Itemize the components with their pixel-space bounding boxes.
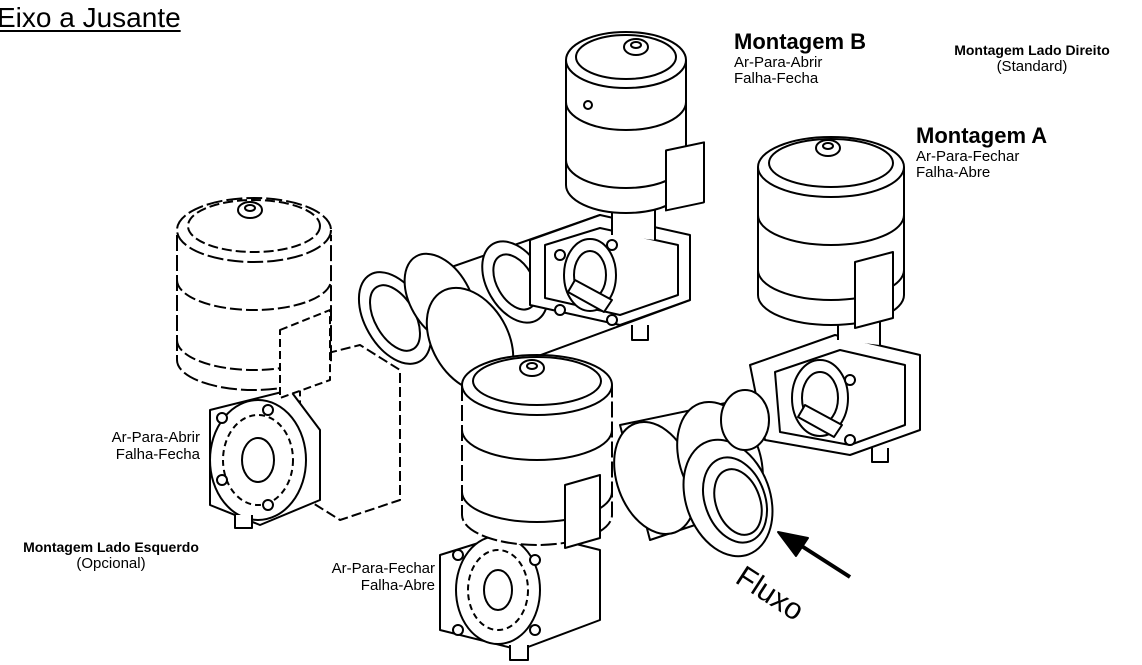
flow-arrow: [777, 531, 852, 579]
right-side-note: (Standard): [996, 57, 1068, 75]
mount-b-label: Montagem B Ar-Para-Abrir Falha-Fecha: [734, 29, 866, 88]
front-pipe-body: [613, 389, 774, 558]
front-valve-label: Ar-Para-Fechar Falha-Abre: [290, 560, 435, 595]
right-side-name: Montagem Lado Direito: [954, 42, 1110, 58]
valve-b: [529, 31, 705, 341]
mount-a-label: Montagem A Ar-Para-Fechar Falha-Abre: [916, 123, 1048, 182]
mount-b-name: Montagem B: [734, 29, 866, 54]
valve-front: [439, 354, 613, 661]
mount-a-line1: Ar-Para-Fechar: [916, 147, 1020, 165]
left-side-label: Montagem Lado Esquerdo (Opcional): [2, 539, 220, 572]
mount-a-line2: Falha-Abre: [916, 164, 991, 182]
mount-b-line1: Ar-Para-Abrir: [734, 53, 823, 71]
valve-a: [749, 136, 921, 463]
front-valve-line1: Ar-Para-Fechar: [331, 560, 435, 577]
front-valve-line2: Falha-Abre: [360, 576, 435, 594]
right-side-label: Montagem Lado Direito (Standard): [927, 42, 1137, 75]
left-valve-line2: Falha-Fecha: [115, 445, 200, 463]
left-valve-line1: Ar-Para-Abrir: [111, 429, 200, 446]
valve-left-optional: [176, 197, 401, 529]
mount-a-name: Montagem A: [916, 123, 1048, 148]
left-side-note: (Opcional): [76, 554, 146, 572]
left-side-name: Montagem Lado Esquerdo: [23, 539, 199, 555]
left-valve-label: Ar-Para-Abrir Falha-Fecha: [60, 429, 200, 464]
mount-b-line2: Falha-Fecha: [734, 70, 819, 88]
page-title: Eixo a Jusante: [0, 2, 181, 33]
